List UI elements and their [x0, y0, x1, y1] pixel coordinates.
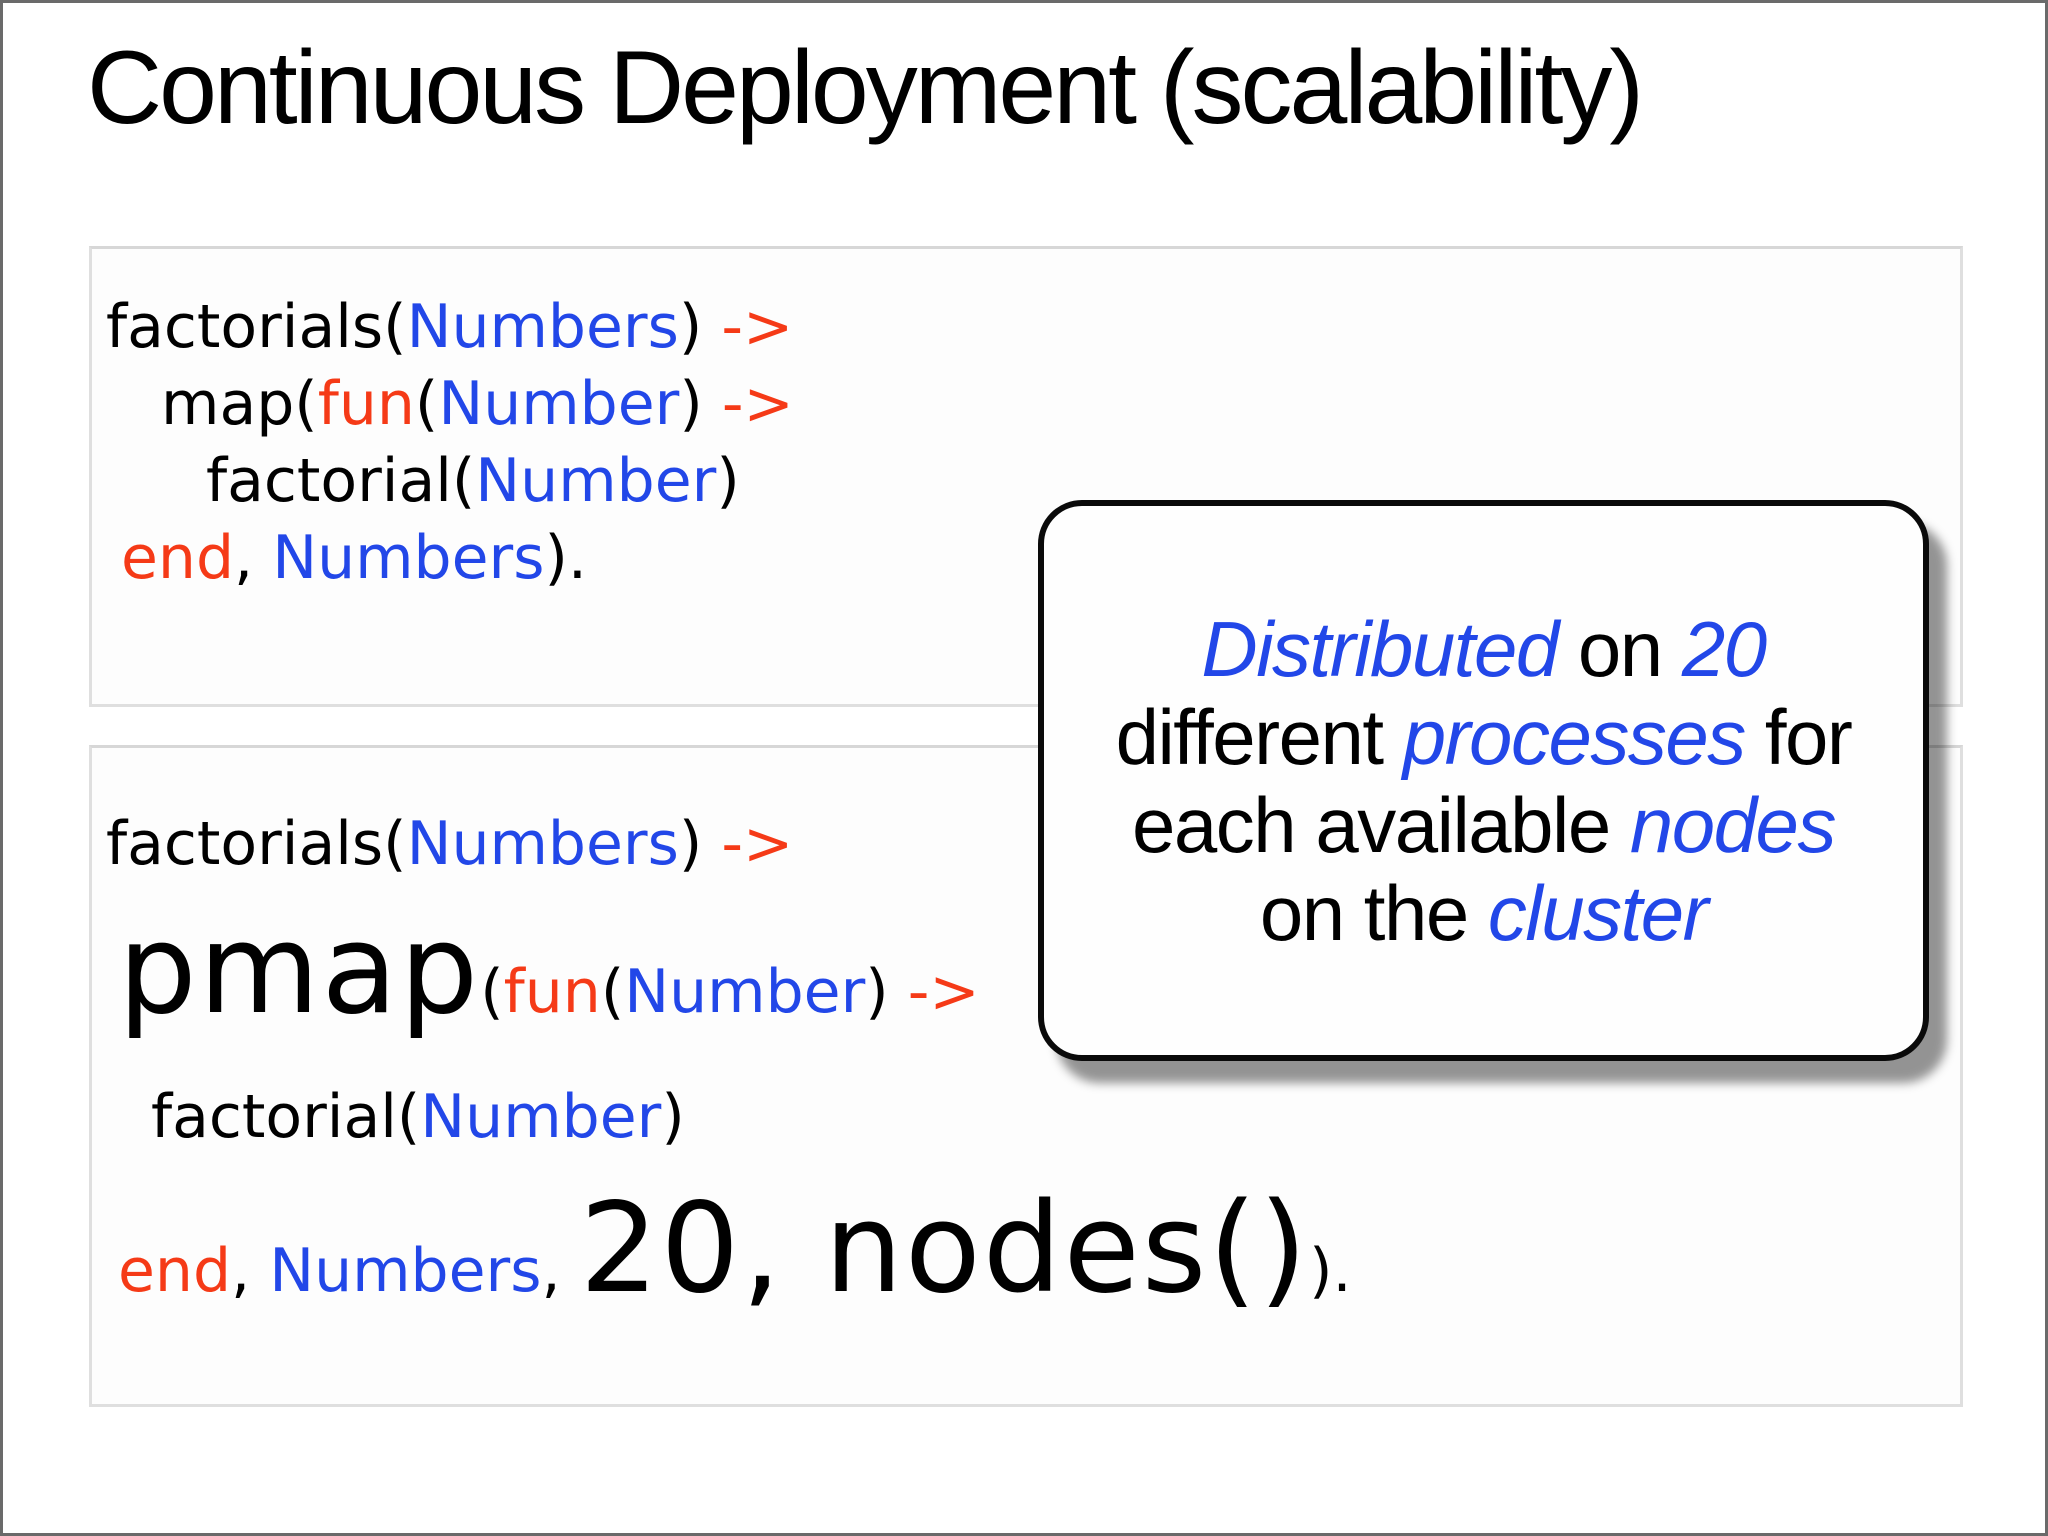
callout-line: each available nodes: [1132, 780, 1837, 869]
callout-line: on the cluster: [1259, 868, 1709, 957]
code-token: ,: [541, 1236, 580, 1306]
code-line: map(fun(Number) ->: [161, 366, 1960, 443]
code-line: factorial(Number): [206, 443, 1960, 520]
callout-token: Distributed: [1201, 604, 1559, 693]
code-token-20: 20: [579, 1177, 742, 1321]
code-token: map(: [161, 369, 318, 439]
code-token: ): [679, 369, 722, 439]
callout-box: Distributed on 20 different processes fo…: [1038, 500, 1929, 1061]
code-panel-map: factorials(Numbers) -> map(fun(Number) -…: [89, 246, 1963, 707]
code-token: factorial(: [151, 1082, 421, 1152]
code-token: ): [678, 809, 722, 879]
code-token: ->: [721, 292, 794, 362]
code-token: Numbers: [406, 809, 679, 879]
code-line: factorials(Numbers) ->: [106, 806, 1960, 883]
callout-token: for: [1744, 692, 1853, 781]
code-line: pmap(fun(Number) ->: [118, 895, 1960, 1067]
code-token: Numbers: [406, 292, 679, 362]
callout-token: on: [1557, 604, 1682, 693]
callout-token: nodes: [1629, 780, 1837, 869]
code-token: Number: [475, 446, 717, 516]
code-token: end: [121, 523, 235, 593]
code-token: ): [865, 957, 908, 1027]
code-token: ): [716, 446, 740, 516]
code-token: ): [678, 292, 722, 362]
code-line: factorials(Numbers) ->: [106, 289, 1960, 366]
code-token: ).: [1309, 1236, 1352, 1306]
code-token: Numbers: [269, 1236, 542, 1306]
code-token: ->: [721, 369, 794, 439]
code-token: Numbers: [272, 523, 545, 593]
callout-token: processes: [1402, 692, 1747, 781]
code-token: ).: [544, 523, 587, 593]
callout-line: Distributed on 20: [1201, 604, 1767, 693]
code-token: ): [661, 1082, 685, 1152]
callout-line: different processes for: [1115, 692, 1853, 781]
code-token: ->: [907, 957, 980, 1027]
code-token: Number: [624, 957, 866, 1027]
code-token: factorials(: [106, 292, 407, 362]
code-token: Number: [438, 369, 680, 439]
code-line: end, Numbers, 20, nodes()).: [118, 1174, 1960, 1346]
code-token: factorial(: [206, 446, 476, 516]
code-token: ,: [741, 1177, 825, 1321]
code-token: end: [118, 1236, 232, 1306]
code-token: Number: [420, 1082, 662, 1152]
callout-token: each available: [1132, 780, 1630, 869]
callout-token: cluster: [1487, 868, 1709, 957]
code-token: (: [600, 957, 625, 1027]
code-line: factorial(Number): [151, 1079, 1960, 1156]
code-token-nodes: nodes(): [824, 1177, 1310, 1321]
code-token-pmap: pmap: [118, 898, 481, 1042]
code-token: ,: [234, 523, 273, 593]
code-token: fun: [503, 957, 601, 1027]
code-token: (: [414, 369, 439, 439]
callout-token: 20: [1681, 604, 1767, 693]
code-token: factorials(: [106, 809, 407, 879]
callout-token: different: [1115, 692, 1403, 781]
code-token: ,: [231, 1236, 270, 1306]
slide-title: Continuous Deployment (scalability): [87, 30, 1644, 146]
code-token: fun: [317, 369, 415, 439]
code-line: end, Numbers).: [121, 520, 1960, 597]
code-token: (: [480, 957, 504, 1027]
callout-token: on the: [1259, 868, 1488, 957]
code-token: ->: [721, 809, 794, 879]
